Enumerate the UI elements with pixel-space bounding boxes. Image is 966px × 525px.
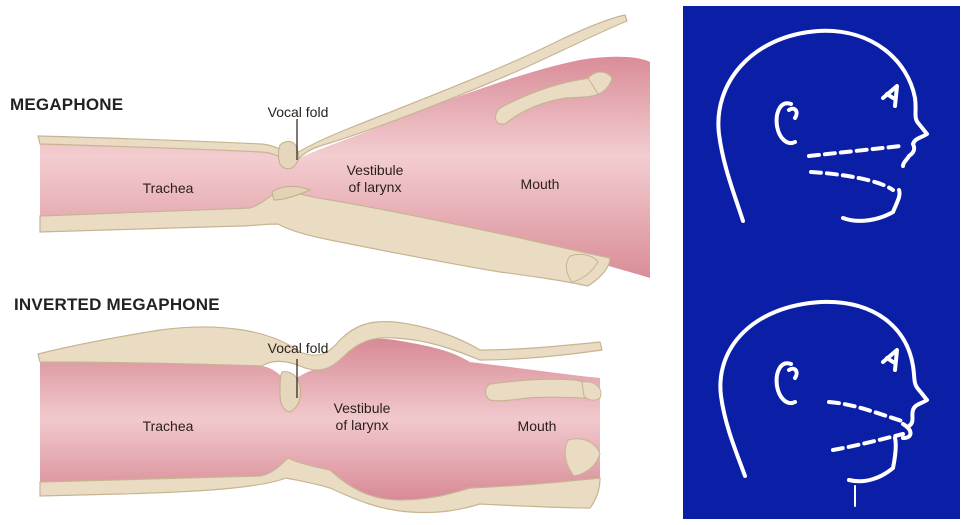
megaphone-mouth-label: Mouth: [510, 176, 570, 193]
megaphone-vestibule-label: Vestibule of larynx: [325, 162, 425, 196]
megaphone-diagram: [38, 15, 670, 300]
megaphone-title: MEGAPHONE: [10, 95, 123, 115]
megaphone-vocal-fold-label: Vocal fold: [258, 104, 338, 121]
inverted-vestibule-label: Vestibule of larynx: [312, 400, 412, 434]
inverted-megaphone-title: INVERTED MEGAPHONE: [14, 295, 220, 315]
head-profiles-panel: [683, 6, 960, 519]
inverted-trachea-label: Trachea: [128, 418, 208, 435]
megaphone-vocal-fold: [279, 141, 299, 168]
inverted-mouth-label: Mouth: [507, 418, 567, 435]
inverted-vocal-fold-label: Vocal fold: [258, 340, 338, 357]
megaphone-trachea-label: Trachea: [128, 180, 208, 197]
airway-diagrams: [0, 0, 680, 525]
